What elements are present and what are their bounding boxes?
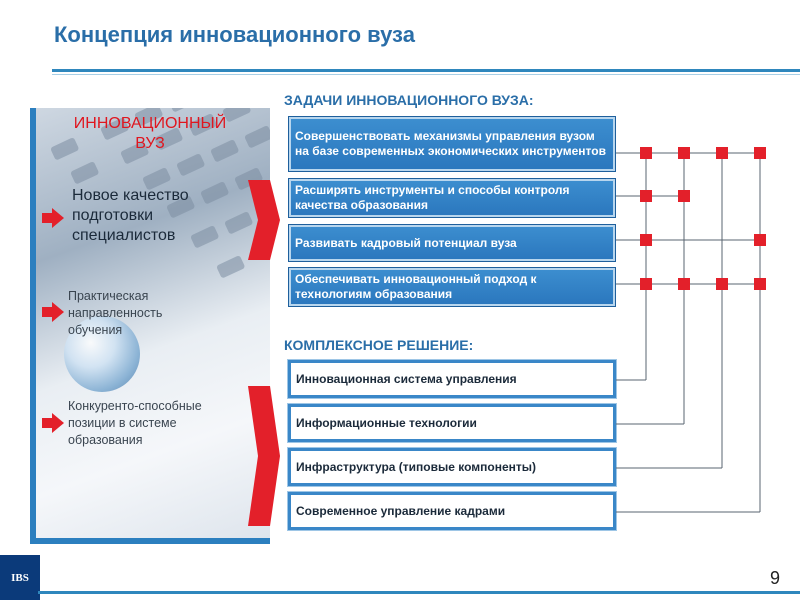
keyboard-keys-graphic: [50, 108, 270, 278]
panel-item-competitive: Конкуренто-способные позиции в системе о…: [68, 399, 202, 447]
solution-box-hr: Современное управление кадрами: [288, 492, 616, 530]
panel-heading-text: ИННОВАЦИОННЫЙ ВУЗ: [73, 115, 227, 152]
solution-box-management: Инновационная система управления: [288, 360, 616, 398]
keyboard-photo: [30, 108, 270, 544]
matrix-marker: [640, 147, 652, 159]
matrix-marker: [678, 278, 690, 290]
title-divider: [52, 69, 800, 72]
bullet-arrow-icon: [42, 413, 64, 433]
task-box-staff: Развивать кадровый потенциал вуза: [288, 224, 616, 262]
matrix-marker: [716, 278, 728, 290]
matrix-marker: [754, 234, 766, 246]
solution-heading: КОМПЛЕКСНОЕ РЕШЕНИЕ:: [284, 337, 474, 353]
matrix-marker: [640, 234, 652, 246]
task-box-management: Совершенствовать механизмы управления ву…: [288, 116, 616, 172]
bullet-arrow-icon: [42, 208, 64, 228]
panel-item-practice: Практическая направленность обучения: [68, 289, 163, 337]
matrix-marker: [640, 190, 652, 202]
page-number: 9: [769, 568, 780, 588]
logo-text: IBS: [11, 571, 29, 584]
large-arrow-icon: [248, 386, 280, 526]
title-divider-thin: [52, 74, 800, 75]
matrix-marker: [640, 278, 652, 290]
matrix-marker: [678, 190, 690, 202]
tasks-heading: ЗАДАЧИ ИННОВАЦИОННОГО ВУЗА:: [284, 92, 534, 108]
large-arrow-icon: [248, 180, 280, 260]
bullet-arrow-icon: [42, 302, 64, 322]
footer-divider: [38, 591, 800, 594]
panel-heading: ИННОВАЦИОННЫЙ ВУЗ: [30, 114, 270, 154]
solution-box-it: Информационные технологии: [288, 404, 616, 442]
matrix-marker: [678, 147, 690, 159]
globe-image: [64, 316, 140, 392]
task-box-quality-control: Расширять инструменты и способы контроля…: [288, 178, 616, 218]
ibs-logo: IBS: [0, 555, 40, 600]
slide-title: Концепция инновационного вуза: [54, 22, 415, 47]
task-box-innovation: Обеспечивать инновационный подход к техн…: [288, 267, 616, 307]
matrix-marker: [754, 147, 766, 159]
matrix-marker: [716, 147, 728, 159]
panel-item-quality: Новое качество подготовки специалистов: [72, 187, 189, 244]
solution-box-infrastructure: Инфраструктура (типовые компоненты): [288, 448, 616, 486]
matrix-marker: [754, 278, 766, 290]
